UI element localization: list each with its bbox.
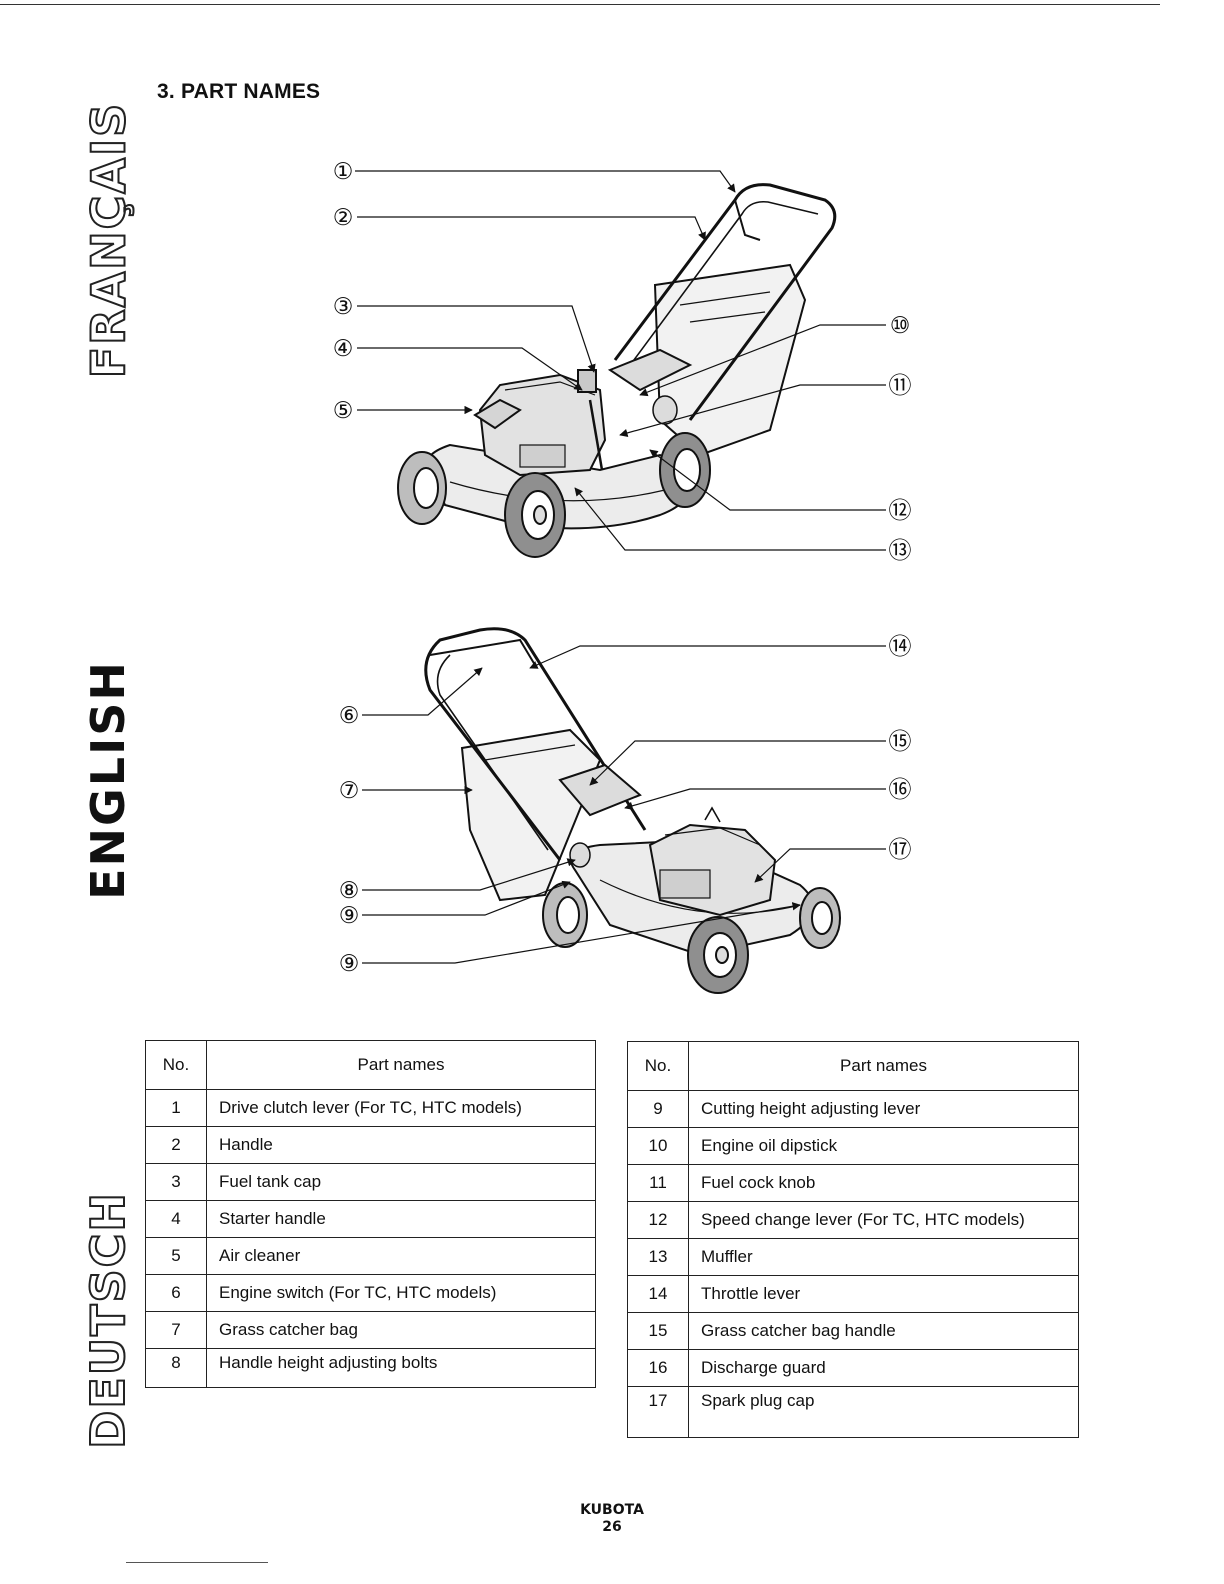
column-header-no: No. — [145, 1040, 207, 1090]
wheel-rear-left — [397, 451, 447, 525]
footer-brand: KUBOTA — [580, 1502, 644, 1518]
part-number: 13 — [627, 1238, 689, 1276]
part-number: 8 — [145, 1348, 207, 1388]
callout-9a: ⑨ — [339, 902, 360, 928]
callout-14: ⑭ — [889, 633, 912, 659]
wheel-bottom-rear — [799, 887, 841, 949]
callout-9b: ⑨ — [339, 950, 360, 976]
part-number: 17 — [627, 1386, 689, 1438]
bottom-rule — [126, 1562, 268, 1563]
side-tab-german: DEUTSCH — [80, 1190, 136, 1450]
column-header-no: No. — [627, 1041, 689, 1091]
part-name: Fuel tank cap — [206, 1163, 596, 1201]
part-name: Fuel cock knob — [688, 1164, 1079, 1202]
callout-13: ⑬ — [889, 537, 912, 563]
part-number: 3 — [145, 1163, 207, 1201]
callout-11: ⑪ — [889, 372, 912, 398]
callout-4: ④ — [333, 335, 354, 361]
part-number: 7 — [145, 1311, 207, 1349]
side-tab-german-label: DEUTSCH — [80, 1190, 136, 1450]
part-number: 9 — [627, 1090, 689, 1128]
part-number: 2 — [145, 1126, 207, 1164]
part-name: Grass catcher bag handle — [688, 1312, 1079, 1350]
part-number: 6 — [145, 1274, 207, 1312]
part-name: Grass catcher bag — [206, 1311, 596, 1349]
part-name: Cutting height adjusting lever — [688, 1090, 1079, 1128]
column-header-part-names: Part names — [206, 1040, 596, 1090]
mower-bottom-illustration — [424, 627, 841, 994]
part-number: 1 — [145, 1089, 207, 1127]
callout-1: ① — [333, 158, 354, 184]
part-number: 10 — [627, 1127, 689, 1165]
part-name: Spark plug cap — [688, 1386, 1079, 1438]
part-name: Throttle lever — [688, 1275, 1079, 1313]
part-name: Drive clutch lever (For TC, HTC models) — [206, 1089, 596, 1127]
part-number: 16 — [627, 1349, 689, 1387]
part-name: Engine switch (For TC, HTC models) — [206, 1274, 596, 1312]
part-number: 11 — [627, 1164, 689, 1202]
part-name: Handle — [206, 1126, 596, 1164]
part-number: 5 — [145, 1237, 207, 1275]
table-header-row: No. Part names — [627, 1041, 1079, 1091]
callout-3: ③ — [333, 293, 354, 319]
column-header-part-names: Part names — [688, 1041, 1079, 1091]
part-name: Speed change lever (For TC, HTC models) — [688, 1201, 1079, 1239]
top-rule — [0, 4, 1160, 5]
callout-2: ② — [333, 204, 354, 230]
callout-6: ⑥ — [339, 702, 360, 728]
part-name: Engine oil dipstick — [688, 1127, 1079, 1165]
table-header-row: No. Part names — [145, 1040, 596, 1090]
callout-16: ⑯ — [889, 776, 912, 802]
part-name: Discharge guard — [688, 1349, 1079, 1387]
part-name: Handle height adjusting bolts — [206, 1348, 596, 1388]
wheel-bottom-front — [687, 916, 749, 994]
callouts-top: ① ② ③ ④ ⑤ ⑩ ⑪ ⑫ ⑬ — [333, 158, 912, 563]
callout-17: ⑰ — [889, 836, 912, 862]
part-name: Muffler — [688, 1238, 1079, 1276]
callouts-bottom: ⑥ ⑦ ⑧ ⑨ ⑨ ⑭ ⑮ ⑯ ⑰ — [339, 633, 912, 976]
callout-10: ⑩ — [890, 312, 911, 338]
wheel-front-left — [504, 472, 566, 558]
wheel-bottom-left — [542, 882, 588, 948]
callout-15: ⑮ — [889, 728, 912, 754]
part-number: 4 — [145, 1200, 207, 1238]
callout-5: ⑤ — [333, 397, 354, 423]
section-title: 3. PART NAMES — [157, 80, 321, 103]
mower-illustrations: ① ② ③ ④ ⑤ ⑩ ⑪ ⑫ ⑬ — [333, 158, 912, 994]
part-number: 14 — [627, 1275, 689, 1313]
part-number: 12 — [627, 1201, 689, 1239]
wheel-front-right — [659, 432, 711, 508]
mower-top-illustration — [397, 183, 837, 558]
callout-7: ⑦ — [339, 777, 360, 803]
page-number: 26 — [602, 1519, 622, 1535]
callout-12: ⑫ — [889, 497, 912, 523]
part-name: Air cleaner — [206, 1237, 596, 1275]
part-name: Starter handle — [206, 1200, 596, 1238]
callout-8: ⑧ — [339, 877, 360, 903]
part-number: 15 — [627, 1312, 689, 1350]
